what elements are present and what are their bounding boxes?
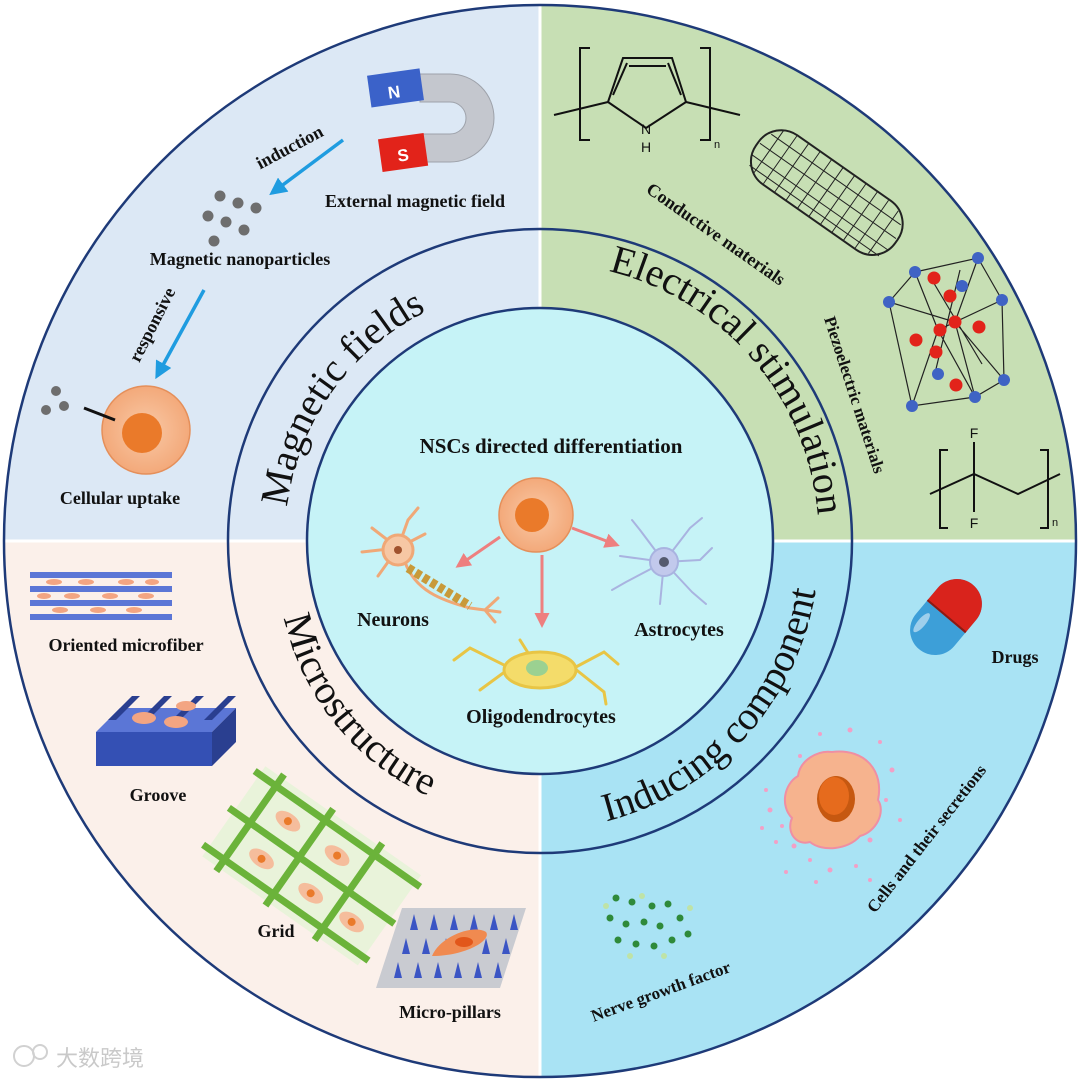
watermark-logo-icon bbox=[13, 1044, 48, 1067]
groove-icon bbox=[96, 696, 236, 766]
magnet-n-label: N bbox=[387, 82, 402, 103]
neuron-icon bbox=[360, 506, 502, 624]
grid-icon bbox=[201, 766, 423, 966]
pyrrole-n-label: N bbox=[641, 121, 651, 137]
pvdf-icon bbox=[929, 442, 1061, 529]
oligodendrocytes-label: Oligodendrocytes bbox=[466, 706, 616, 728]
uptake-label: Cellular uptake bbox=[60, 488, 180, 508]
microfiber-icon bbox=[30, 572, 172, 620]
astrocyte-icon bbox=[611, 517, 713, 605]
capsule-icon bbox=[910, 578, 982, 656]
pillars-label: Micro-pillars bbox=[399, 1002, 501, 1022]
arrow-to-neuron-icon bbox=[455, 535, 501, 568]
oligodendrocyte-icon bbox=[452, 638, 620, 706]
arrow-to-astro-icon bbox=[571, 526, 620, 548]
piezo-crystal-icon bbox=[883, 252, 1010, 412]
nanoparticles-label: Magnetic nanoparticles bbox=[150, 249, 330, 269]
pvdf-subscript: n bbox=[1052, 517, 1058, 529]
stem-cell-icon bbox=[498, 477, 574, 553]
magnet-icon: N S bbox=[367, 68, 495, 173]
middle-ring bbox=[226, 227, 854, 855]
magnet-s-label: S bbox=[396, 145, 410, 165]
grid-label: Grid bbox=[257, 921, 294, 941]
center-title: NSCs directed differentiation bbox=[420, 434, 683, 458]
carbon-nanotube-icon bbox=[749, 129, 904, 257]
groove-label: Groove bbox=[130, 785, 187, 805]
microfiber-label: Oriented microfiber bbox=[48, 635, 203, 655]
external-field-label: External magnetic field bbox=[325, 191, 505, 211]
pyrrole-subscript: n bbox=[714, 139, 720, 151]
induction-arrow-icon bbox=[269, 138, 345, 196]
neurons-label: Neurons bbox=[357, 609, 429, 631]
pvdf-f-bottom: F bbox=[970, 515, 979, 531]
watermark-text: 大数跨境 bbox=[56, 1046, 144, 1071]
responsive-arrow-icon bbox=[155, 289, 206, 380]
outer-ring bbox=[2, 3, 1078, 1079]
pvdf-f-top: F bbox=[970, 425, 979, 441]
micro-pillars-icon bbox=[376, 908, 526, 988]
astrocytes-label: Astrocytes bbox=[634, 619, 724, 641]
drugs-label: Drugs bbox=[991, 647, 1038, 667]
secreting-cell-icon bbox=[760, 727, 902, 884]
ngf-particles-icon bbox=[603, 893, 693, 959]
pyrrole-h-label: H bbox=[641, 139, 651, 155]
nanoparticles-icon bbox=[202, 190, 262, 247]
polypyrrole-icon bbox=[553, 47, 741, 141]
uptake-cell-icon bbox=[41, 385, 191, 475]
